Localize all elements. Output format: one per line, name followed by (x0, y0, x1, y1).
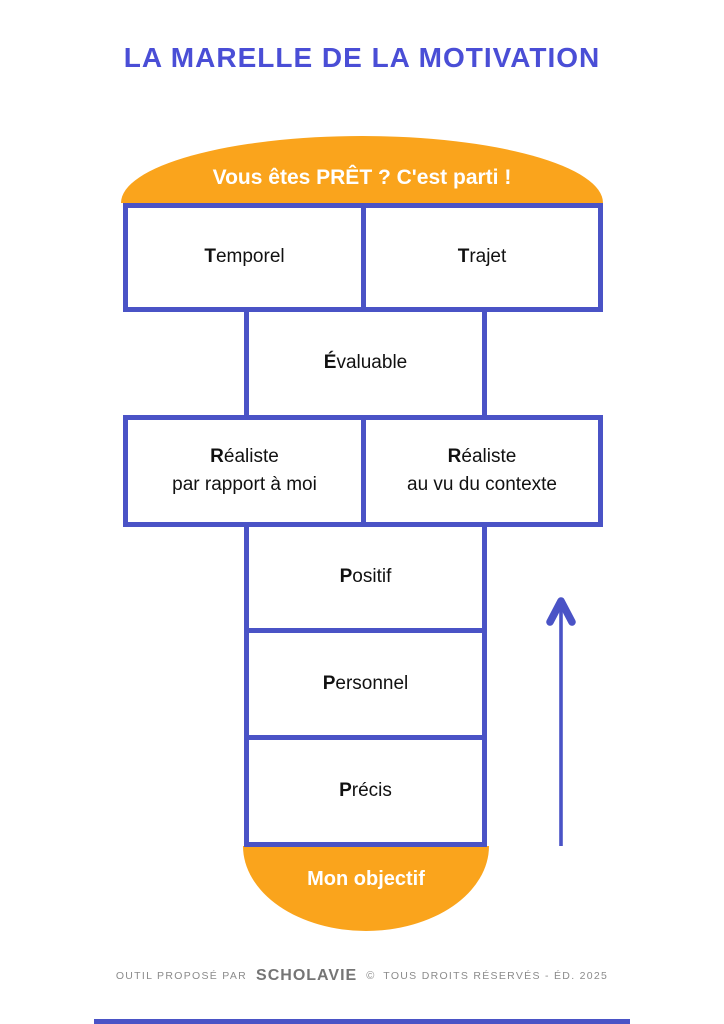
next-page-edge-strip (94, 1019, 630, 1024)
box-realiste-contexte-sublabel: au vu du contexte (407, 474, 557, 495)
box-precis: Précis (244, 735, 487, 847)
box-positif-label: Positif (339, 566, 392, 588)
box-temporel-label: Temporel (204, 246, 285, 268)
box-trajet-label: Trajet (457, 246, 507, 268)
page-title: LA MARELLE DE LA MOTIVATION (123, 42, 601, 73)
bottom-banner-label: Mon objectif (307, 868, 425, 890)
box-realiste-contexte: Réaliste au vu du contexte (361, 415, 603, 527)
copyright-symbol: © (366, 970, 375, 982)
box-evaluable: Évaluable (244, 307, 487, 420)
footer: OUTIL PROPOSÉ PAR SCHOLAVIE © TOUS DROIT… (0, 967, 724, 985)
scholavie-logo: SCHOLAVIE (256, 967, 358, 984)
box-realiste-moi-label: Réaliste (210, 445, 279, 467)
footer-prefix: OUTIL PROPOSÉ PAR (115, 970, 248, 982)
bottom-banner: Mon objectif (243, 846, 489, 931)
box-realiste-moi-sublabel: par rapport à moi (172, 474, 317, 495)
box-positif: Positif (244, 522, 487, 633)
box-personnel: Personnel (244, 628, 487, 740)
box-realiste-moi: Réaliste par rapport à moi (123, 415, 366, 527)
footer-rights: TOUS DROITS RÉSERVÉS - ÉD. 2025 (383, 970, 609, 982)
box-personnel-label: Personnel (322, 672, 409, 694)
box-realiste-contexte-label: Réaliste (447, 445, 517, 467)
box-evaluable-label: Évaluable (323, 352, 408, 374)
box-trajet: Trajet (361, 203, 603, 312)
top-banner: Vous êtes PRÊT ? C'est parti ! (121, 136, 603, 203)
box-precis-label: Précis (339, 779, 392, 801)
top-banner-label: Vous êtes PRÊT ? C'est parti ! (212, 166, 512, 189)
up-arrow-icon (546, 597, 576, 846)
box-temporel: Temporel (123, 203, 366, 312)
